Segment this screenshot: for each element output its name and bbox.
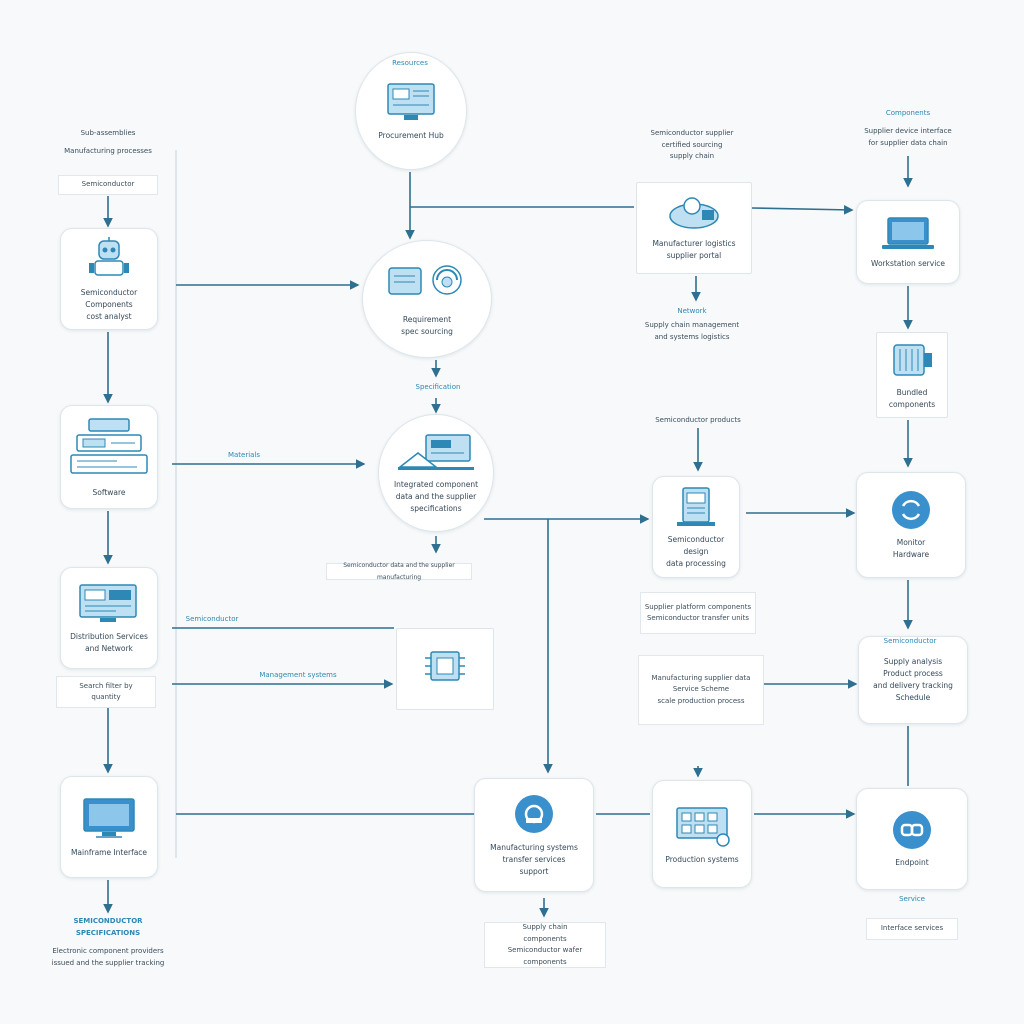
laptop-icon bbox=[882, 217, 934, 249]
right-node-2-label: Bundled components bbox=[888, 388, 936, 409]
circuit-chip-icon bbox=[425, 651, 465, 681]
right-node-2[interactable]: Bundled components bbox=[876, 332, 948, 418]
phone-device-icon bbox=[677, 487, 715, 526]
mid-left-box: Manufacturing supplier data Service Sche… bbox=[638, 655, 764, 725]
right-node-4-label: Supply analysis Product process and deli… bbox=[873, 657, 953, 702]
left-bottom-title: SEMICONDUCTOR SPECIFICATIONS bbox=[73, 917, 143, 937]
right-mid-title: Semiconductor bbox=[883, 637, 937, 645]
mid-node-1[interactable]: Semiconductor design data processing bbox=[652, 476, 740, 578]
right-node-5-label: Endpoint bbox=[895, 858, 929, 867]
left-bottom-subtitle: Electronic component providers issued an… bbox=[51, 947, 165, 967]
server-stack-icon bbox=[70, 418, 148, 474]
mid-caption-below: Supplier platform components Semiconduct… bbox=[640, 592, 756, 634]
monitor-icon bbox=[83, 798, 135, 838]
left-node-3-label: Distribution Services and Network bbox=[70, 632, 148, 653]
link-badge-icon bbox=[893, 811, 931, 849]
top-center-node[interactable]: Procurement Hub bbox=[355, 52, 467, 170]
right-node-3[interactable]: Monitor Hardware bbox=[856, 472, 966, 578]
mid-node-1-label: Semiconductor design data processing bbox=[666, 535, 726, 568]
right-top-title: Components bbox=[885, 109, 931, 117]
upper-mid-caption-title: Network bbox=[677, 307, 707, 315]
center-top-label: Resources bbox=[392, 59, 428, 67]
left-node-1[interactable]: Semiconductor Components cost analyst bbox=[60, 228, 158, 330]
left-node-1-label: Semiconductor Components cost analyst bbox=[80, 288, 138, 321]
workstation-icon bbox=[397, 434, 474, 470]
upper-mid-caption-above: Semiconductor supplier certified sourcin… bbox=[650, 129, 734, 160]
robot-icon bbox=[89, 237, 129, 276]
right-top-subtitle: Supplier device interface for supplier d… bbox=[864, 127, 952, 147]
right-node-3-label: Monitor Hardware bbox=[892, 538, 930, 559]
left-mid-box: Search filter by quantity bbox=[56, 676, 156, 708]
right-bottom-box: Interface services bbox=[866, 918, 958, 940]
data-rack-icon bbox=[676, 807, 730, 847]
center-node-2-label: Integrated component data and the suppli… bbox=[393, 480, 479, 513]
top-center-node-label: Procurement Hub bbox=[378, 131, 444, 140]
right-node-4[interactable]: Supply analysis Product process and deli… bbox=[858, 636, 968, 724]
center-bottom-node[interactable]: Manufacturing systems transfer services … bbox=[474, 778, 594, 892]
center-mid-caption: Semiconductor data and the supplier manu… bbox=[326, 562, 472, 581]
left-node-2[interactable]: Software bbox=[60, 405, 158, 509]
center-node-1[interactable]: Requirement spec sourcing bbox=[362, 240, 492, 358]
connector-line bbox=[751, 205, 854, 215]
upper-mid-node[interactable]: Manufacturer logistics supplier portal bbox=[636, 182, 752, 274]
computer-screen-icon bbox=[387, 83, 435, 120]
support-headset-icon bbox=[388, 265, 462, 295]
bottom-mid-node[interactable]: Production systems bbox=[652, 780, 752, 888]
mid-caption-above: Semiconductor products bbox=[655, 416, 741, 424]
left-node-2-label: Software bbox=[92, 488, 126, 497]
right-node-1-label: Workstation service bbox=[870, 259, 946, 268]
center-bottom-box: Supply chain components Semiconductor wa… bbox=[484, 922, 606, 968]
left-node-4-label: Mainframe Interface bbox=[70, 848, 148, 857]
dashboard-screen-icon bbox=[79, 584, 137, 622]
storage-box-icon bbox=[893, 344, 932, 376]
left-top-box: Semiconductor bbox=[58, 175, 158, 195]
center-node-1-label: Requirement spec sourcing bbox=[401, 315, 453, 336]
left-node-3[interactable]: Distribution Services and Network bbox=[60, 567, 158, 669]
upper-mid-node-label: Manufacturer logistics supplier portal bbox=[652, 239, 736, 260]
edge-label-3: Management systems bbox=[259, 671, 337, 679]
left-top-subtitle: Manufacturing processes bbox=[64, 147, 152, 155]
sync-badge-icon bbox=[892, 491, 930, 529]
center-node-2[interactable]: Integrated component data and the suppli… bbox=[378, 414, 494, 532]
edge-label-2: Semiconductor bbox=[185, 615, 239, 623]
cloud-user-icon bbox=[669, 197, 719, 229]
left-node-4[interactable]: Mainframe Interface bbox=[60, 776, 158, 878]
right-node-5[interactable]: Endpoint bbox=[856, 788, 968, 890]
upper-mid-caption-sub: Supply chain management and systems logi… bbox=[644, 321, 740, 341]
left-top-title: Sub-assemblies bbox=[80, 129, 136, 137]
bottom-mid-node-label: Production systems bbox=[665, 855, 739, 864]
right-node-1[interactable]: Workstation service bbox=[856, 200, 960, 284]
center-mid-label: Specification bbox=[415, 383, 461, 391]
edge-label-1: Materials bbox=[227, 451, 261, 459]
center-bottom-node-label: Manufacturing systems transfer services … bbox=[490, 843, 578, 876]
center-node-3[interactable] bbox=[396, 628, 494, 710]
right-bottom-title: Service bbox=[899, 895, 925, 903]
gear-badge-icon bbox=[515, 795, 553, 833]
